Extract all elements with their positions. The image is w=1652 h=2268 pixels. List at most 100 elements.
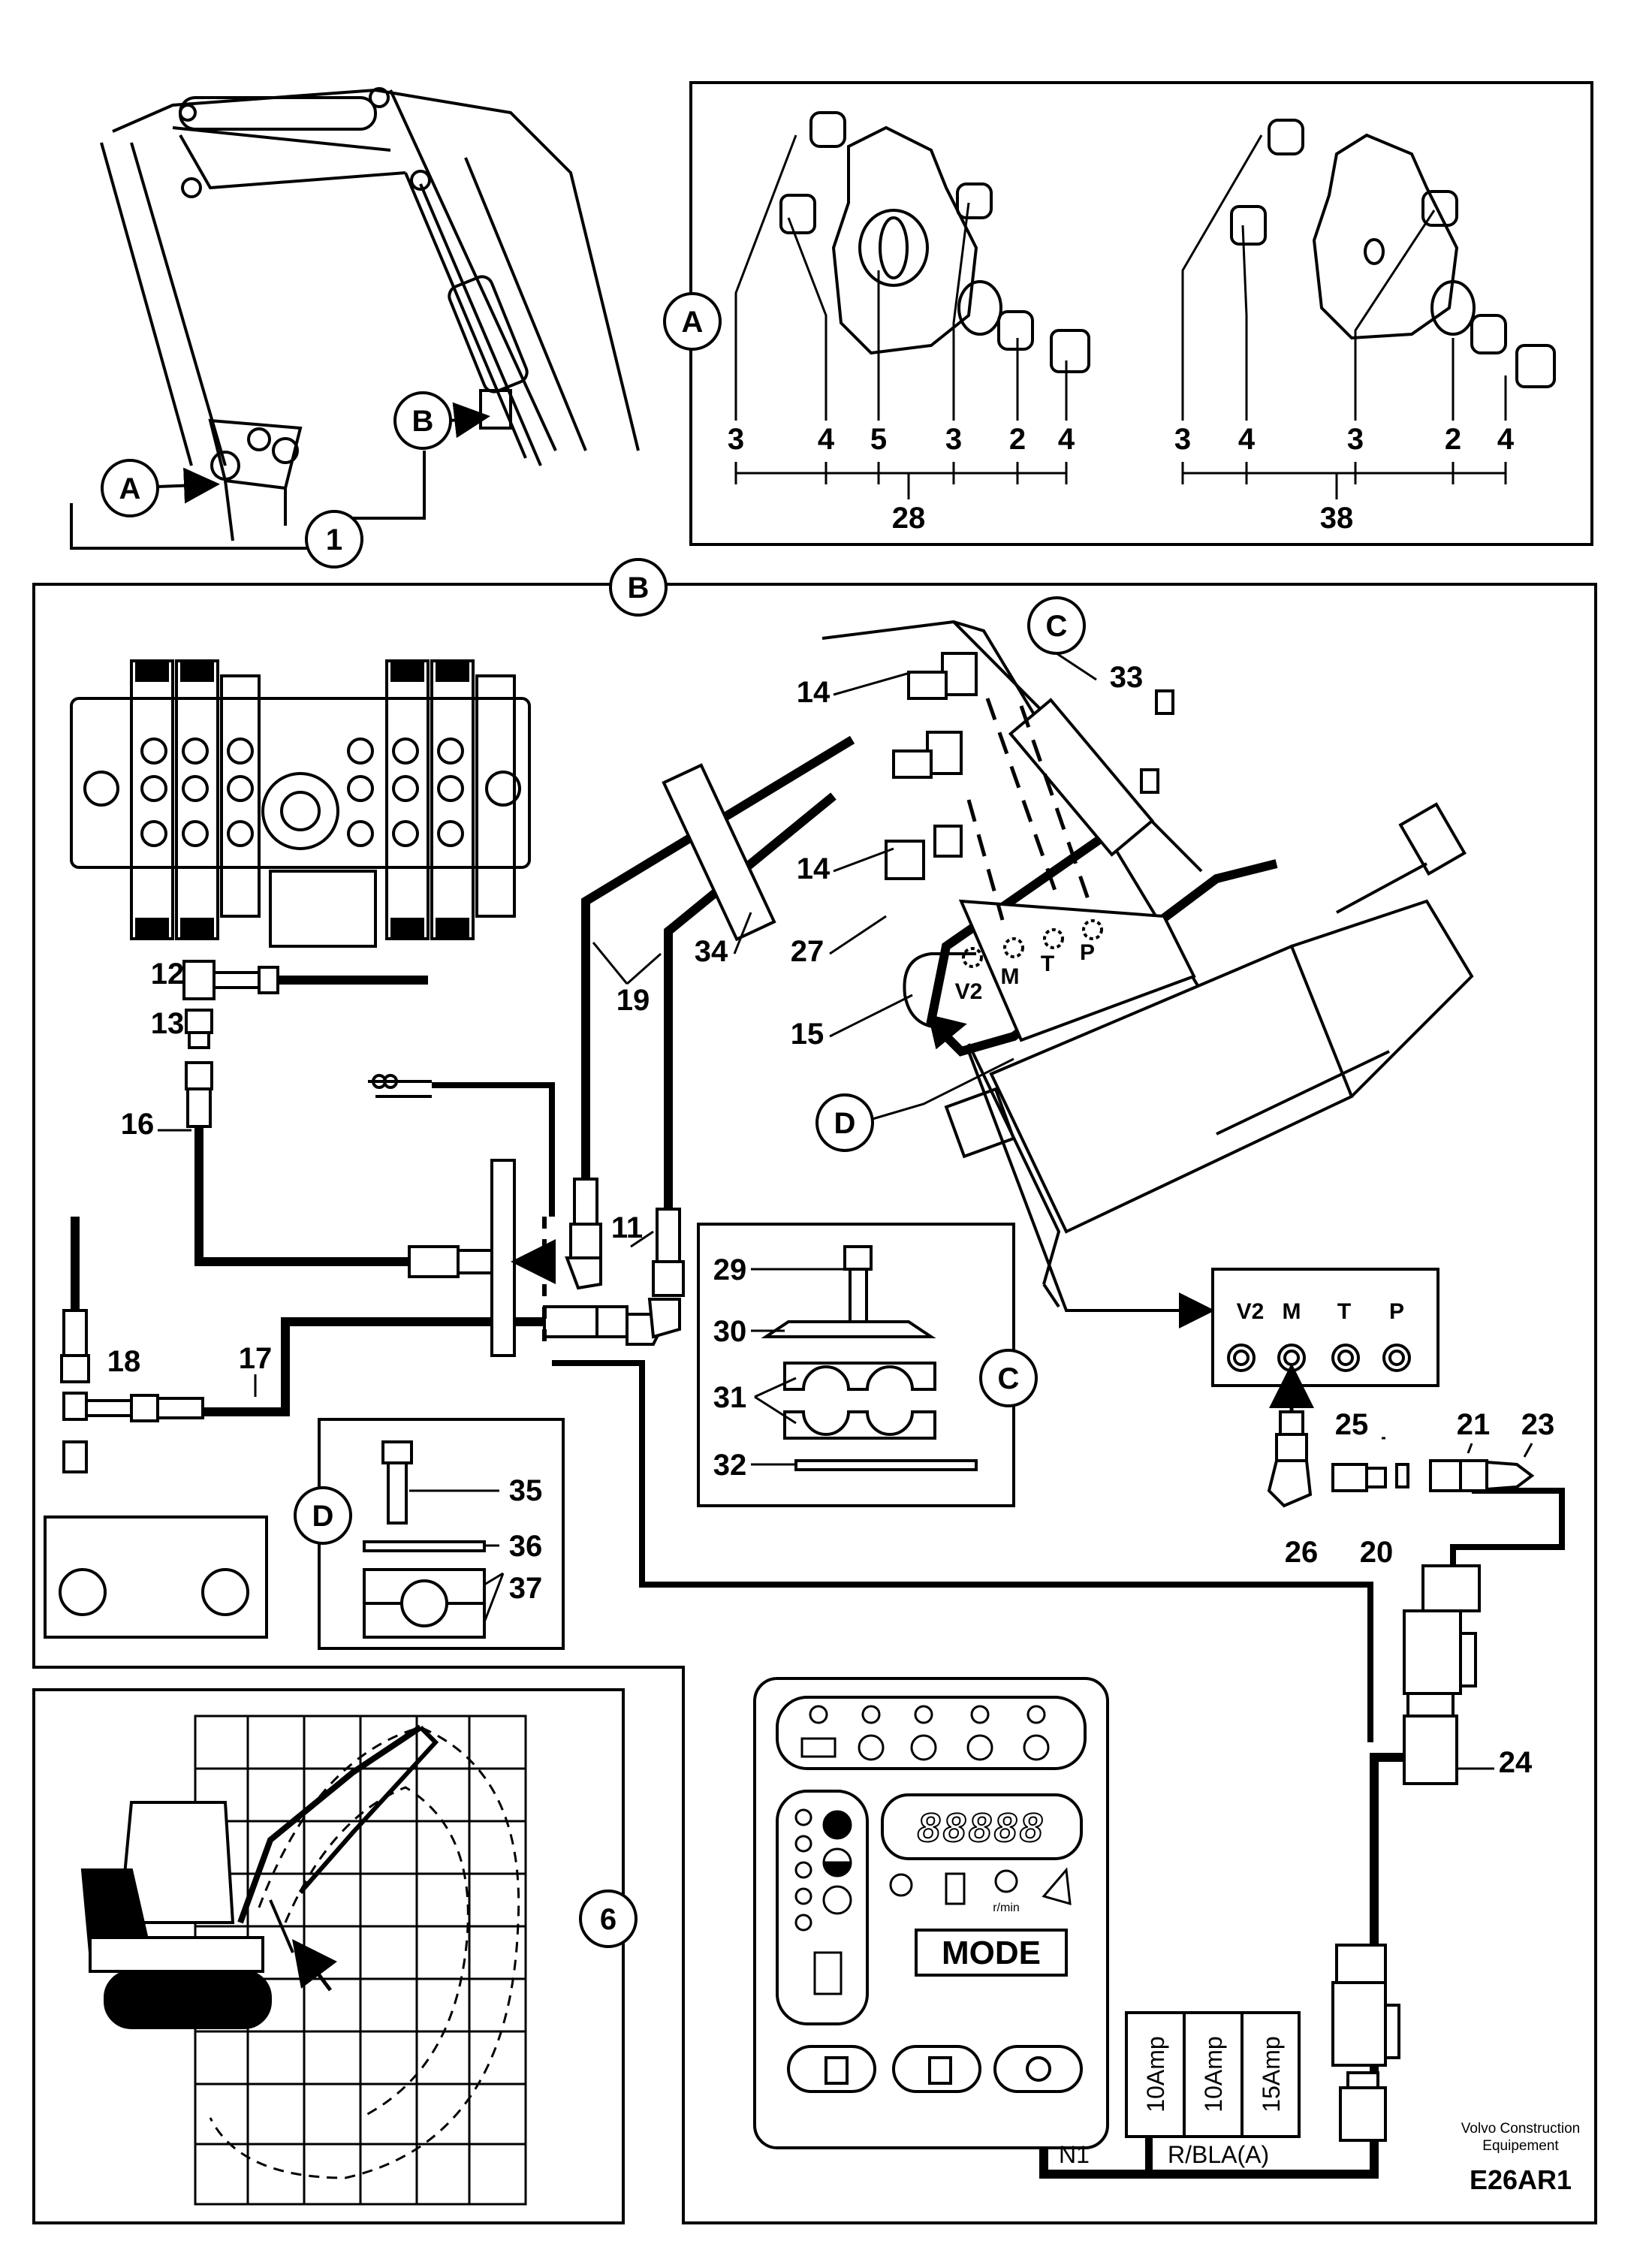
svg-text:D: D bbox=[834, 1107, 856, 1140]
svg-text:C: C bbox=[1046, 610, 1068, 643]
detail-b-frame bbox=[32, 583, 1597, 2224]
svg-text:16: 16 bbox=[121, 1108, 155, 1141]
svg-text:4: 4 bbox=[1238, 423, 1256, 456]
svg-text:B: B bbox=[628, 572, 650, 605]
svg-text:4: 4 bbox=[818, 423, 835, 456]
callout-c-box: C bbox=[979, 1349, 1038, 1407]
svg-text:24: 24 bbox=[1499, 1746, 1533, 1779]
svg-text:32: 32 bbox=[713, 1449, 747, 1482]
svg-text:10Amp: 10Amp bbox=[1200, 2036, 1227, 2112]
boom-side-structure bbox=[662, 620, 1474, 1308]
callout-a-top: A bbox=[101, 459, 159, 517]
svg-text:37: 37 bbox=[509, 1572, 543, 1605]
valve-caps bbox=[135, 662, 469, 937]
detail-a-left-labels: 3 4 5 3 2 4 28 bbox=[728, 423, 1075, 535]
detail-d-leaders bbox=[409, 1489, 505, 1623]
leader-d bbox=[872, 1057, 1014, 1120]
detail-a-leaders bbox=[734, 134, 1507, 499]
svg-text:21: 21 bbox=[1457, 1408, 1491, 1441]
bulkhead-plate bbox=[490, 1159, 516, 1357]
mode-button[interactable] bbox=[915, 1929, 1068, 1977]
callout-a-panel: A bbox=[663, 292, 722, 351]
callout-arrow-a bbox=[157, 467, 220, 504]
svg-text:19: 19 bbox=[616, 984, 650, 1017]
brand-line-1: Volvo Construction bbox=[1461, 2121, 1580, 2137]
callout-c-boom: C bbox=[1027, 596, 1086, 655]
drawing-code: E26AR1 bbox=[1470, 2164, 1572, 2195]
detail-a-right-labels: 3 4 3 2 4 38 bbox=[1174, 423, 1515, 535]
callout-b-top: B bbox=[393, 391, 452, 450]
bucket-linkage-right bbox=[1230, 119, 1556, 388]
detail-b-item-labels: 14 14 33 27 15 34 19 12 13 16 11 18 17 2… bbox=[107, 661, 1555, 1779]
svg-text:36: 36 bbox=[509, 1530, 543, 1563]
svg-text:14: 14 bbox=[797, 852, 831, 885]
svg-text:D: D bbox=[312, 1500, 334, 1533]
svg-text:A: A bbox=[119, 472, 141, 505]
svg-text:33: 33 bbox=[1110, 661, 1144, 694]
svg-text:18: 18 bbox=[107, 1345, 141, 1378]
svg-text:2: 2 bbox=[1445, 423, 1461, 456]
svg-text:11: 11 bbox=[611, 1211, 643, 1244]
pilot-connector bbox=[368, 1074, 432, 1098]
svg-text:34: 34 bbox=[695, 935, 728, 968]
fittings-20-26 bbox=[1267, 1410, 1535, 1508]
port-panel: V2 M T P bbox=[1211, 1268, 1439, 1387]
kit-28-label: 28 bbox=[892, 502, 926, 535]
connectors bbox=[1331, 1564, 1481, 2142]
kit-38-label: 38 bbox=[1320, 502, 1354, 535]
fittings-12-13-16 bbox=[182, 960, 279, 1128]
callout-d-box: D bbox=[294, 1486, 352, 1545]
svg-text:14: 14 bbox=[797, 676, 831, 709]
svg-text:31: 31 bbox=[713, 1381, 747, 1414]
svg-text:12: 12 bbox=[151, 958, 185, 991]
excavator-silhouette bbox=[80, 1724, 439, 2029]
svg-text:A: A bbox=[682, 306, 704, 339]
callout-d-boom: D bbox=[815, 1093, 874, 1152]
detail-d-labels: 35 36 37 bbox=[509, 1474, 543, 1605]
control-valve-block bbox=[70, 659, 531, 948]
svg-text:13: 13 bbox=[151, 1007, 185, 1040]
label-leaders bbox=[158, 671, 1533, 1770]
rpm-unit-label: r/min bbox=[993, 1902, 1020, 1914]
loop-hose bbox=[903, 952, 976, 1050]
callout-1: 1 bbox=[305, 510, 363, 569]
svg-text:26: 26 bbox=[1285, 1536, 1319, 1569]
fuse-box: 10Amp 10Amp 15Amp bbox=[1125, 2011, 1301, 2138]
mode-button-label: MODE bbox=[942, 1935, 1041, 1971]
hydraulic-hoses bbox=[71, 735, 1438, 2179]
segment-display: 88888 bbox=[918, 1805, 1045, 1850]
svg-text:30: 30 bbox=[713, 1315, 747, 1348]
callout-arrow-b bbox=[450, 402, 490, 439]
detail-d-parts bbox=[363, 1440, 486, 1639]
svg-text:2: 2 bbox=[1009, 423, 1026, 456]
svg-text:T: T bbox=[1337, 1299, 1351, 1324]
svg-text:23: 23 bbox=[1521, 1408, 1555, 1441]
svg-text:B: B bbox=[412, 405, 434, 438]
svg-text:20: 20 bbox=[1360, 1536, 1394, 1569]
bucket-linkage-left bbox=[779, 111, 1090, 373]
working-range-frame bbox=[32, 1688, 625, 2224]
svg-text:V2: V2 bbox=[1237, 1299, 1265, 1324]
svg-text:M: M bbox=[1283, 1299, 1301, 1324]
instrument-panel: 88888 r/min MODE bbox=[753, 1677, 1109, 2149]
wire-rbla-label: R/BLA(A) bbox=[1168, 2141, 1269, 2168]
detail-c-leaders bbox=[751, 1268, 845, 1466]
bulkhead-fittings bbox=[408, 1178, 685, 1346]
svg-text:P: P bbox=[1080, 940, 1095, 965]
fitting-18-assembly bbox=[44, 1309, 268, 1639]
svg-text:3: 3 bbox=[1347, 423, 1364, 456]
svg-text:3: 3 bbox=[1174, 423, 1191, 456]
svg-text:P: P bbox=[1389, 1299, 1404, 1324]
svg-text:4: 4 bbox=[1497, 423, 1515, 456]
svg-text:15Amp: 15Amp bbox=[1258, 2036, 1285, 2112]
svg-text:V2: V2 bbox=[955, 979, 983, 1004]
leader-c bbox=[1056, 652, 1097, 681]
svg-text:29: 29 bbox=[713, 1253, 747, 1286]
wire-n1-label: N1 bbox=[1059, 2141, 1090, 2168]
svg-text:35: 35 bbox=[509, 1474, 543, 1507]
svg-text:10Amp: 10Amp bbox=[1142, 2036, 1169, 2112]
svg-text:T: T bbox=[1041, 952, 1054, 976]
callout-b-panel: B bbox=[609, 558, 668, 617]
svg-text:5: 5 bbox=[870, 423, 887, 456]
